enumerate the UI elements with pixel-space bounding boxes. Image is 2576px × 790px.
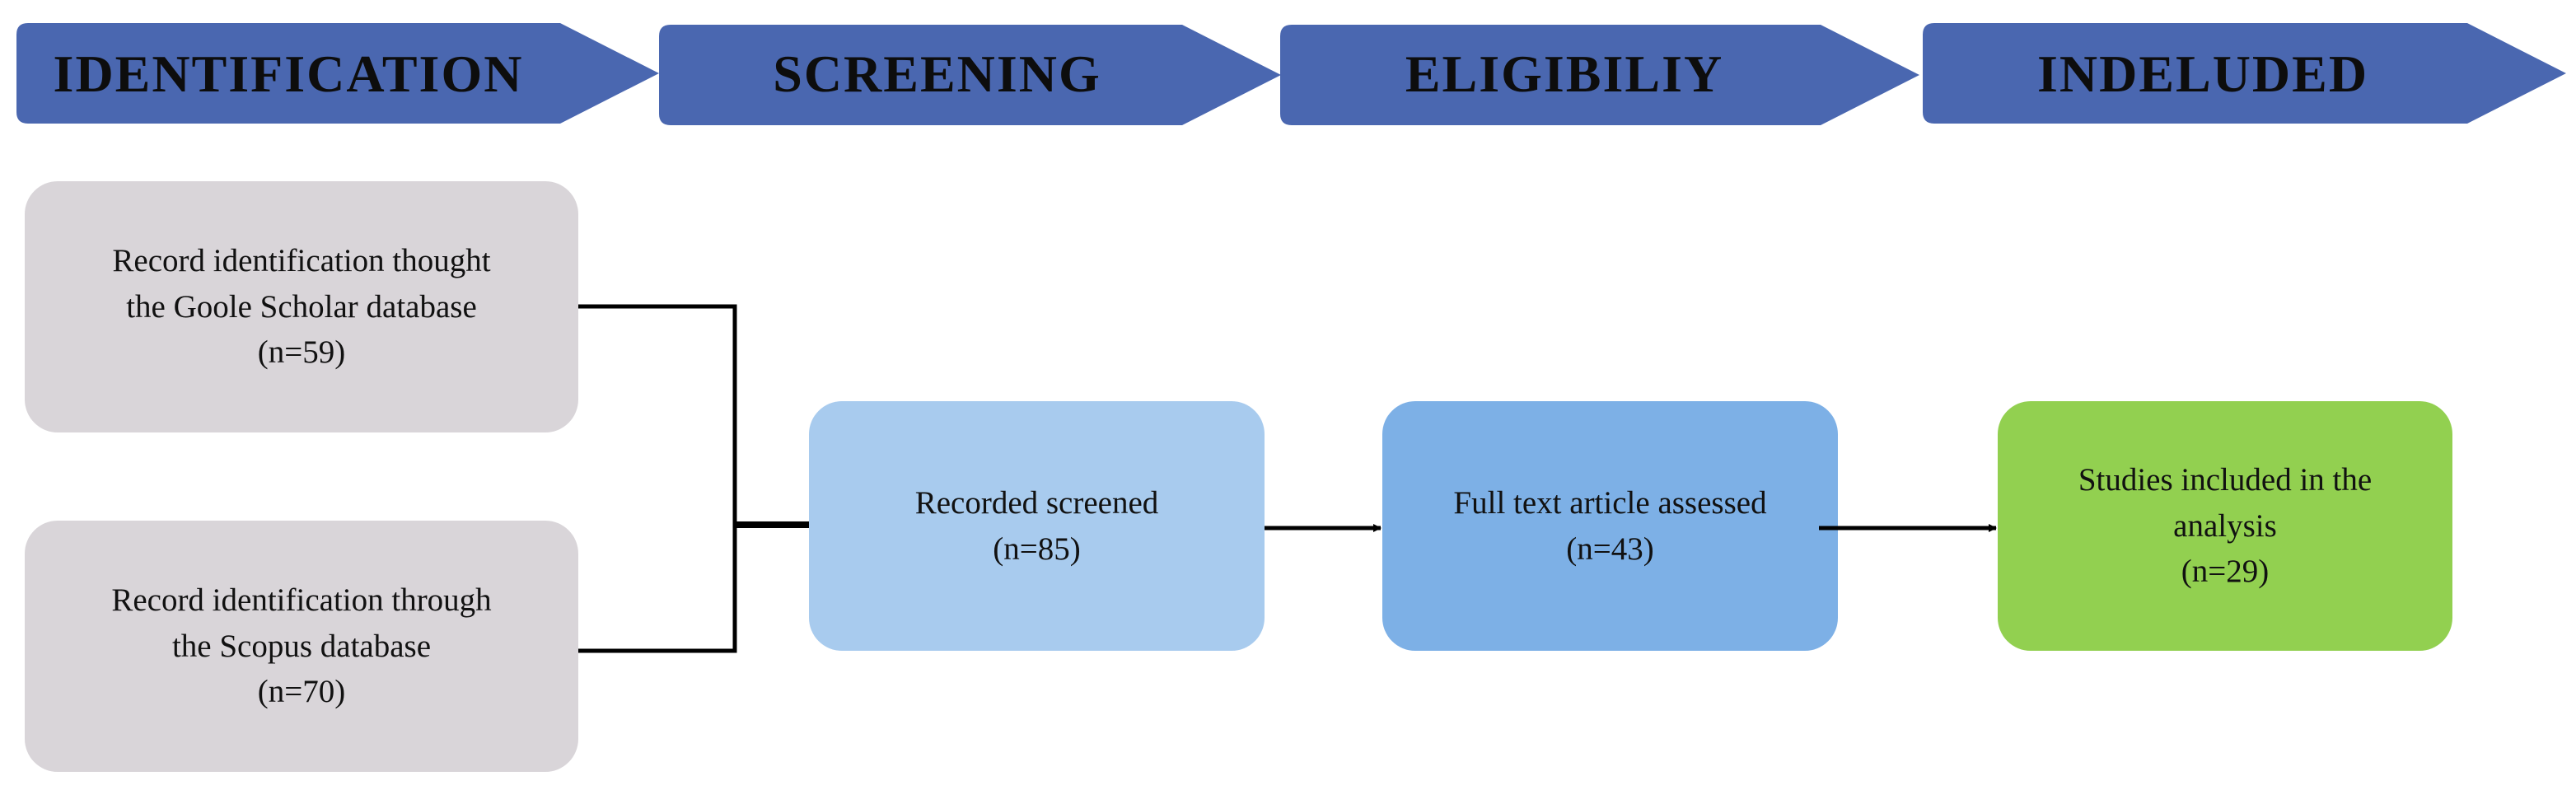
source-box-scopus: Record identification through the Scopus…: [25, 521, 578, 772]
source-box-google: Record identification thought the Goole …: [25, 181, 578, 432]
included-box: Studies included in the analysis (n=29): [1998, 401, 2452, 651]
stage-label-eligibility: ELIGIBILIY: [1405, 44, 1724, 103]
fulltext-box: Full text article assessed (n=43): [1382, 401, 1838, 651]
box-text-line: analysis: [2173, 507, 2277, 544]
box-text-line: Record identification through: [111, 582, 492, 619]
box-count: (n=59): [257, 334, 346, 371]
stage-banner-identification: [16, 23, 659, 124]
box-text-line: Full text article assessed: [1453, 485, 1767, 521]
box-text-line: the Goole Scholar database: [126, 288, 477, 325]
included-box-bg: [1998, 401, 2452, 651]
box-text-line: the Scopus database: [171, 628, 432, 664]
screened-box: Recorded screened (n=85): [809, 401, 1265, 651]
source-box-scopus-bg: [25, 521, 578, 772]
stage-banner-included: [1923, 23, 2566, 124]
box-text-line: Record identification thought: [112, 243, 491, 279]
screened-box-bg: [809, 401, 1265, 651]
fulltext-box-bg: [1382, 401, 1838, 651]
box-text-line: Recorded screened: [914, 485, 1159, 521]
box-text-line: Studies included in the: [2078, 462, 2373, 498]
merge-connector: [578, 304, 737, 653]
stage-label-included: INDELUDED: [2036, 44, 2369, 103]
stage-banner-screening: [659, 25, 1281, 125]
box-count: (n=29): [2181, 554, 2270, 590]
box-count: (n=43): [1566, 531, 1654, 567]
stage-label-identification: IDENTIFICATION: [53, 44, 524, 103]
source-box-google-bg: [25, 181, 578, 432]
stage-label-screening: SCREENING: [773, 44, 1101, 103]
stage-banner-eligibility: [1280, 25, 1919, 125]
box-count: (n=85): [993, 531, 1081, 567]
box-count: (n=70): [257, 674, 346, 710]
